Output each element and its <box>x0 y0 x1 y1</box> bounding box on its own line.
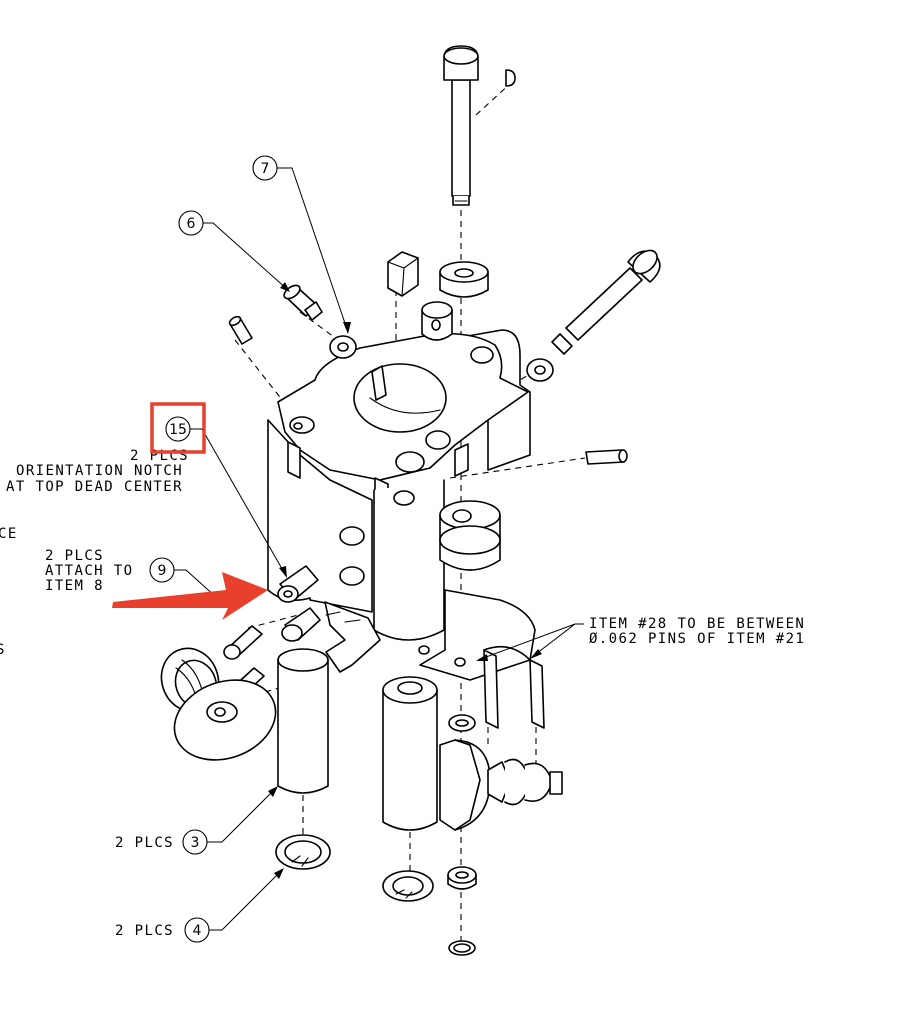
balloon-6-number: 6 <box>187 216 196 232</box>
small-key-part <box>505 69 516 87</box>
square-nut <box>387 251 419 297</box>
note-15-line-2: ORIENTATION NOTCH <box>16 463 183 479</box>
item-4-snap-ring <box>275 834 331 870</box>
lower-small-washer <box>448 714 476 732</box>
cropped-note-ce: CE <box>0 526 18 542</box>
balloon-7-number: 7 <box>261 161 270 177</box>
balloon-15: 15 <box>165 416 287 578</box>
note-item-4: 2 PLCS <box>115 923 174 939</box>
bottom-snap-ring <box>382 870 434 902</box>
balloon-9-number: 9 <box>158 563 167 579</box>
balloon-15-number: 15 <box>169 422 187 438</box>
highlight-arrow-icon <box>112 572 268 620</box>
main-bracket-body <box>267 329 536 681</box>
diagonal-bolt <box>551 249 661 355</box>
item-7-washer <box>329 335 357 359</box>
top-cap-screw <box>443 45 479 206</box>
note-15-line-3: AT TOP DEAD CENTER <box>6 479 183 495</box>
highlight-box-item-15 <box>150 402 206 454</box>
note-9-line-3: ITEM 8 <box>45 578 104 594</box>
small-screw-a <box>223 625 263 660</box>
diagonal-bolt-washer <box>526 358 554 382</box>
balloon-7: 7 <box>252 155 351 334</box>
note-item-3: 2 PLCS <box>115 835 174 851</box>
note-9-line-1: 2 PLCS <box>45 548 104 564</box>
cropped-note-s: S <box>0 642 6 658</box>
item-9-fitting-lower <box>281 607 321 642</box>
item-28-leaders <box>476 623 584 661</box>
note-item-28: ITEM #28 TO BE BETWEEN Ø.062 PINS OF ITE… <box>589 616 805 647</box>
dowel-pin-left <box>228 315 253 345</box>
bottom-bushing <box>447 866 477 890</box>
balloon-4-number: 4 <box>193 923 202 939</box>
item-6-shoulder-screw <box>283 284 323 321</box>
lower-roller-assembly <box>439 739 563 831</box>
dowel-pin-right <box>585 449 628 465</box>
balloon-3: 3 <box>182 786 278 855</box>
item-9-fitting-upper <box>277 565 319 603</box>
note-28-line-1: ITEM #28 TO BE BETWEEN <box>589 616 805 632</box>
left-roller-assembly <box>160 647 277 761</box>
note-item-15: 2 PLCS ORIENTATION NOTCH AT TOP DEAD CEN… <box>6 448 188 495</box>
item-3-spacer <box>277 648 329 794</box>
note-item-9: 2 PLCS ATTACH TO ITEM 8 <box>45 548 133 594</box>
balloon-4: 4 <box>184 868 284 943</box>
top-washer <box>439 261 489 298</box>
note-28-line-2: Ø.062 PINS OF ITEM #21 <box>589 631 805 647</box>
note-9-line-2: ATTACH TO <box>45 563 133 579</box>
balloon-3-number: 3 <box>191 835 200 851</box>
bottom-ring <box>448 940 476 956</box>
upper-pulley <box>439 500 501 571</box>
right-spacer <box>382 676 438 831</box>
balloon-6: 6 <box>178 210 290 292</box>
fork-bracket <box>418 645 545 729</box>
collar <box>421 301 453 341</box>
